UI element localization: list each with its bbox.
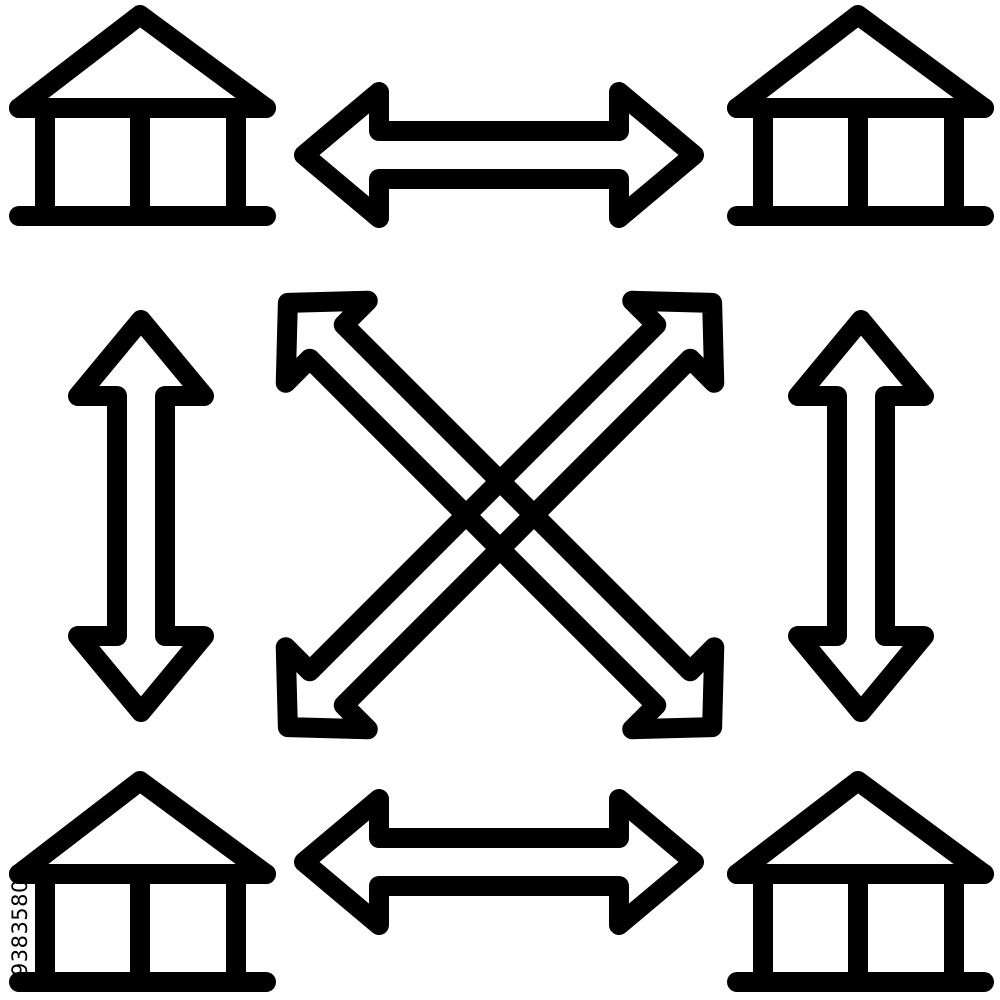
building-bottom-left-icon [19, 781, 266, 982]
building-top-left-icon [19, 15, 266, 216]
arrow-diagonal-down-right-icon [247, 262, 753, 768]
building-bottom-right-icon [737, 781, 984, 982]
building-top-right-icon [737, 15, 984, 216]
arrow-top-horizontal-icon [304, 92, 694, 218]
arrow-bottom-horizontal-icon [304, 799, 694, 925]
arrow-diagonal-up-right-icon [247, 262, 753, 768]
arrow-right-vertical-icon [798, 320, 924, 712]
arrow-left-vertical-icon [78, 320, 204, 712]
watermark-id: 493835806 [8, 865, 32, 990]
